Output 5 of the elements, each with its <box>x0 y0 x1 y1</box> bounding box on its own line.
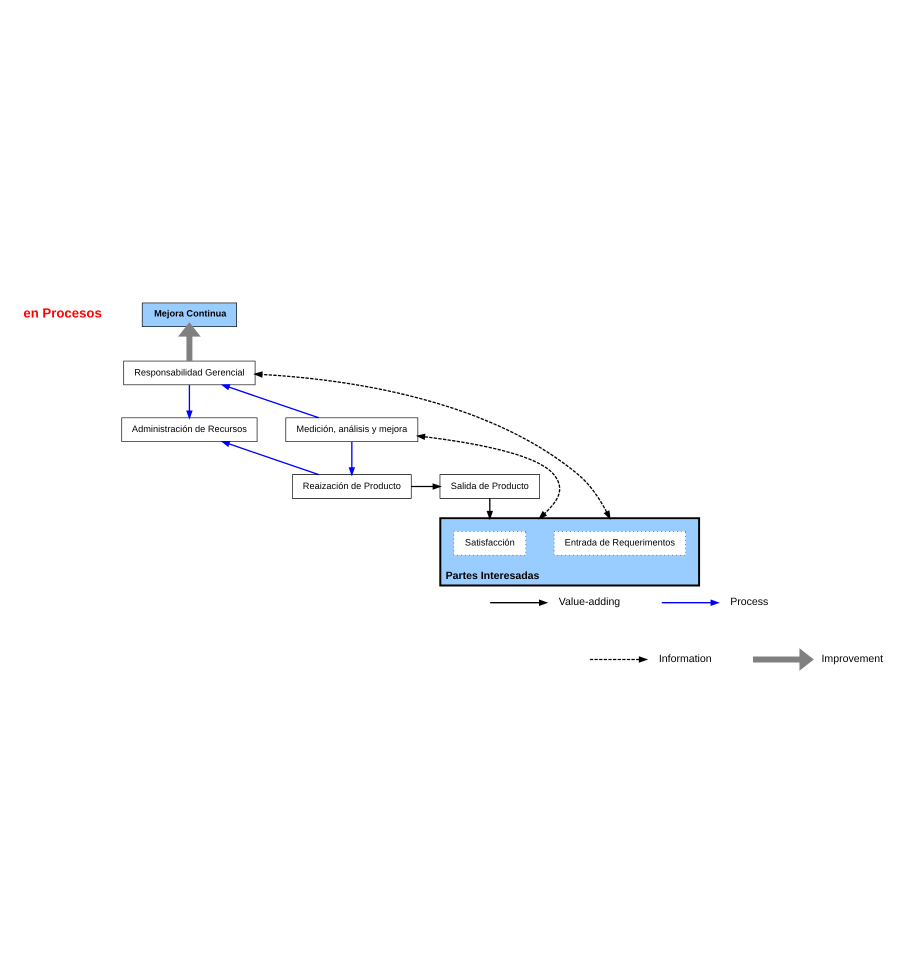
legend-label: Information <box>658 652 712 664</box>
legend-label: Process <box>730 596 768 608</box>
legend-label: Value-adding <box>558 596 620 608</box>
label: en Procesos <box>23 304 102 320</box>
legend-label: Improvement <box>821 652 884 664</box>
